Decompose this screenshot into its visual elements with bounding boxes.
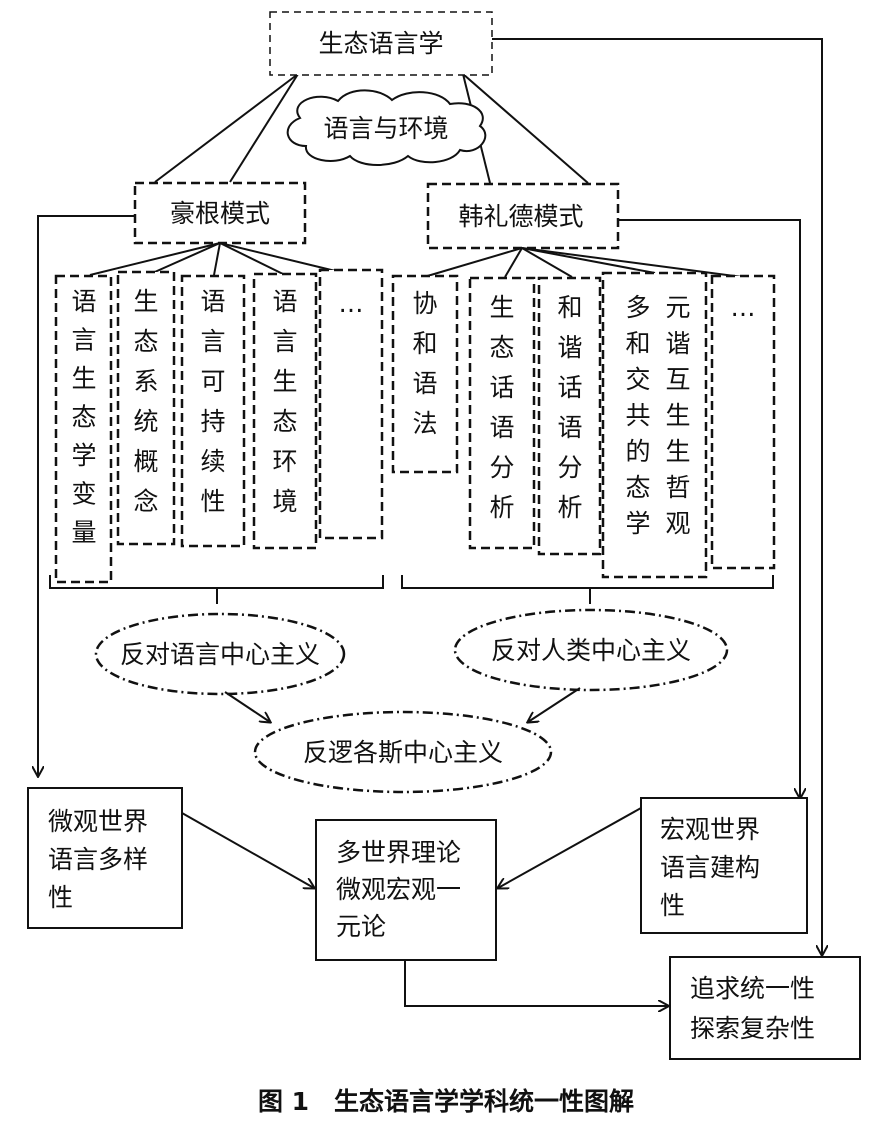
haugen-item-box xyxy=(318,268,384,540)
cloud-language-environment: 语言与环境 xyxy=(286,89,487,166)
box-micro-world: 微观世界 语言多样 性 xyxy=(27,787,183,929)
ellipse-anti-language-centrism: 反对语言中心主义 xyxy=(94,612,346,696)
box-pursue-unity: 追求统一性 探索复杂性 xyxy=(669,956,861,1060)
box-macro-line: 宏观世界 xyxy=(660,815,760,844)
arrow-right-to-center xyxy=(528,687,581,722)
halliday-item-box xyxy=(391,274,459,474)
halliday-item-box xyxy=(468,276,536,550)
top-node-label: 生态语言学 xyxy=(318,29,443,58)
figure-caption: 图 1 生态语言学学科统一性图解 xyxy=(258,1087,634,1116)
halliday-items-label: 多元和谐交互共生的生态哲学观 xyxy=(625,293,690,538)
box-macro-world: 宏观世界 语言建构 性 xyxy=(640,797,808,934)
haugen-items-label: 生态系统概念 xyxy=(133,287,158,516)
haugen-item-box xyxy=(252,272,318,550)
arrow-left-to-center xyxy=(224,691,270,722)
box-micro-line: 微观世界 xyxy=(48,807,148,836)
box-pursue-line: 探索复杂性 xyxy=(690,1014,815,1043)
box-multi-line: 微观宏观一 xyxy=(336,875,461,904)
halliday-item-box xyxy=(601,271,708,579)
arrow-macro-to-multi xyxy=(498,807,642,888)
arrow-haugen-to-micro xyxy=(38,215,135,776)
box-multi-line: 多世界理论 xyxy=(336,838,461,867)
box-macro-line: 性 xyxy=(660,891,685,920)
box-macro-line: 语言建构 xyxy=(660,853,760,882)
box-micro-line: 语言多样 xyxy=(48,845,148,874)
haugen-item-texts: 语言生态学变量 生态系统概念 语言可持续性 语言生态环境 … xyxy=(71,287,363,547)
haugen-model-label: 豪根模式 xyxy=(170,199,270,228)
top-node-ecolinguistics: 生态语言学 xyxy=(269,11,493,76)
halliday-items-label: 生态话语分析 xyxy=(489,293,514,522)
arrow-micro-to-multi xyxy=(181,812,314,888)
cloud-label: 语言与环境 xyxy=(323,114,448,143)
box-multi-world-theory: 多世界理论 微观宏观一 元论 xyxy=(315,819,497,961)
halliday-item-box xyxy=(537,276,602,556)
halliday-item-texts: 协和语法 生态话语分析 和谐话语分析 多元和谐交互共生的生态哲学观 … xyxy=(412,289,755,538)
haugen-model-node: 豪根模式 xyxy=(133,181,307,245)
group-braces xyxy=(49,575,774,604)
box-multi-line: 元论 xyxy=(336,912,386,941)
arrow-top-to-pursue xyxy=(492,38,822,955)
halliday-item-box xyxy=(710,274,776,570)
ellipse-center-label: 反逻各斯中心主义 xyxy=(303,738,503,767)
ellipse-left-label: 反对语言中心主义 xyxy=(120,640,320,669)
arrow-multi-to-pursue xyxy=(404,960,668,1006)
halliday-model-node: 韩礼德模式 xyxy=(426,182,620,250)
ellipse-anti-anthropocentrism: 反对人类中心主义 xyxy=(453,608,729,692)
haugen-items-label: 语言生态学变量 xyxy=(71,287,96,547)
box-micro-line: 性 xyxy=(48,883,73,912)
halliday-items-label: … xyxy=(731,293,756,322)
arrow-halliday-to-macro xyxy=(618,219,800,798)
haugen-items-label: 语言可持续性 xyxy=(200,287,225,516)
haugen-item-box xyxy=(116,270,176,546)
halliday-items-label: 和谐话语分析 xyxy=(557,293,582,522)
ellipse-anti-logocentrism: 反逻各斯中心主义 xyxy=(253,710,553,794)
haugen-items: 语言生态学变量 生态系统概念 语言可持续性 语言生态环境 … xyxy=(54,268,384,584)
haugen-items-label: 语言生态环境 xyxy=(272,287,297,516)
halliday-items: 协和语法 生态话语分析 和谐话语分析 多元和谐交互共生的生态哲学观 … xyxy=(391,271,776,579)
haugen-items-label: … xyxy=(339,289,364,318)
haugen-item-box xyxy=(54,274,113,584)
halliday-fan-lines xyxy=(423,247,743,278)
haugen-fan-lines xyxy=(89,242,353,276)
box-pursue-line: 追求统一性 xyxy=(690,974,815,1003)
halliday-items-label: 协和语法 xyxy=(412,289,437,438)
ellipse-right-label: 反对人类中心主义 xyxy=(491,636,691,665)
halliday-model-label: 韩礼德模式 xyxy=(458,202,583,231)
haugen-item-box xyxy=(180,274,246,548)
